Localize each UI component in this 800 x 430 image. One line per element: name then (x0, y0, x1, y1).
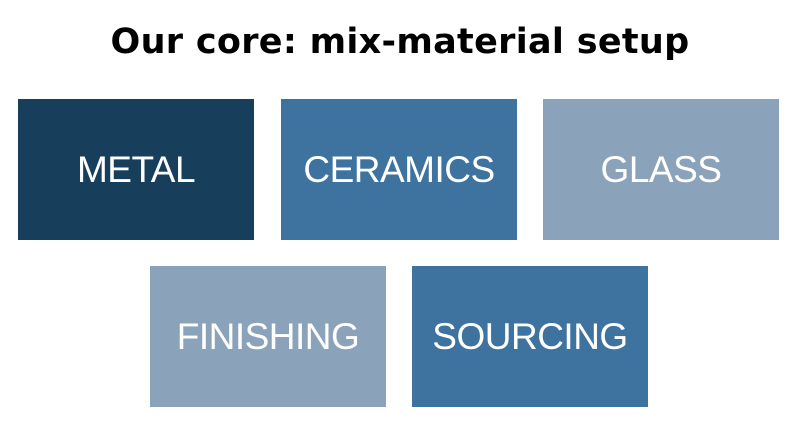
slide-title: Our core: mix-material setup (110, 22, 690, 62)
finishing-label: FINISHING (176, 315, 360, 357)
finishing-tile: FINISHING (150, 266, 386, 407)
sourcing-label: SOURCING (432, 315, 628, 357)
ceramics-label: CERAMICS (303, 148, 495, 190)
ceramics-tile: CERAMICS (281, 99, 517, 240)
sourcing-tile: SOURCING (412, 266, 648, 407)
glass-label: GLASS (600, 148, 722, 190)
glass-tile: GLASS (543, 99, 779, 240)
metal-label: METAL (76, 148, 196, 190)
metal-tile: METAL (18, 99, 254, 240)
